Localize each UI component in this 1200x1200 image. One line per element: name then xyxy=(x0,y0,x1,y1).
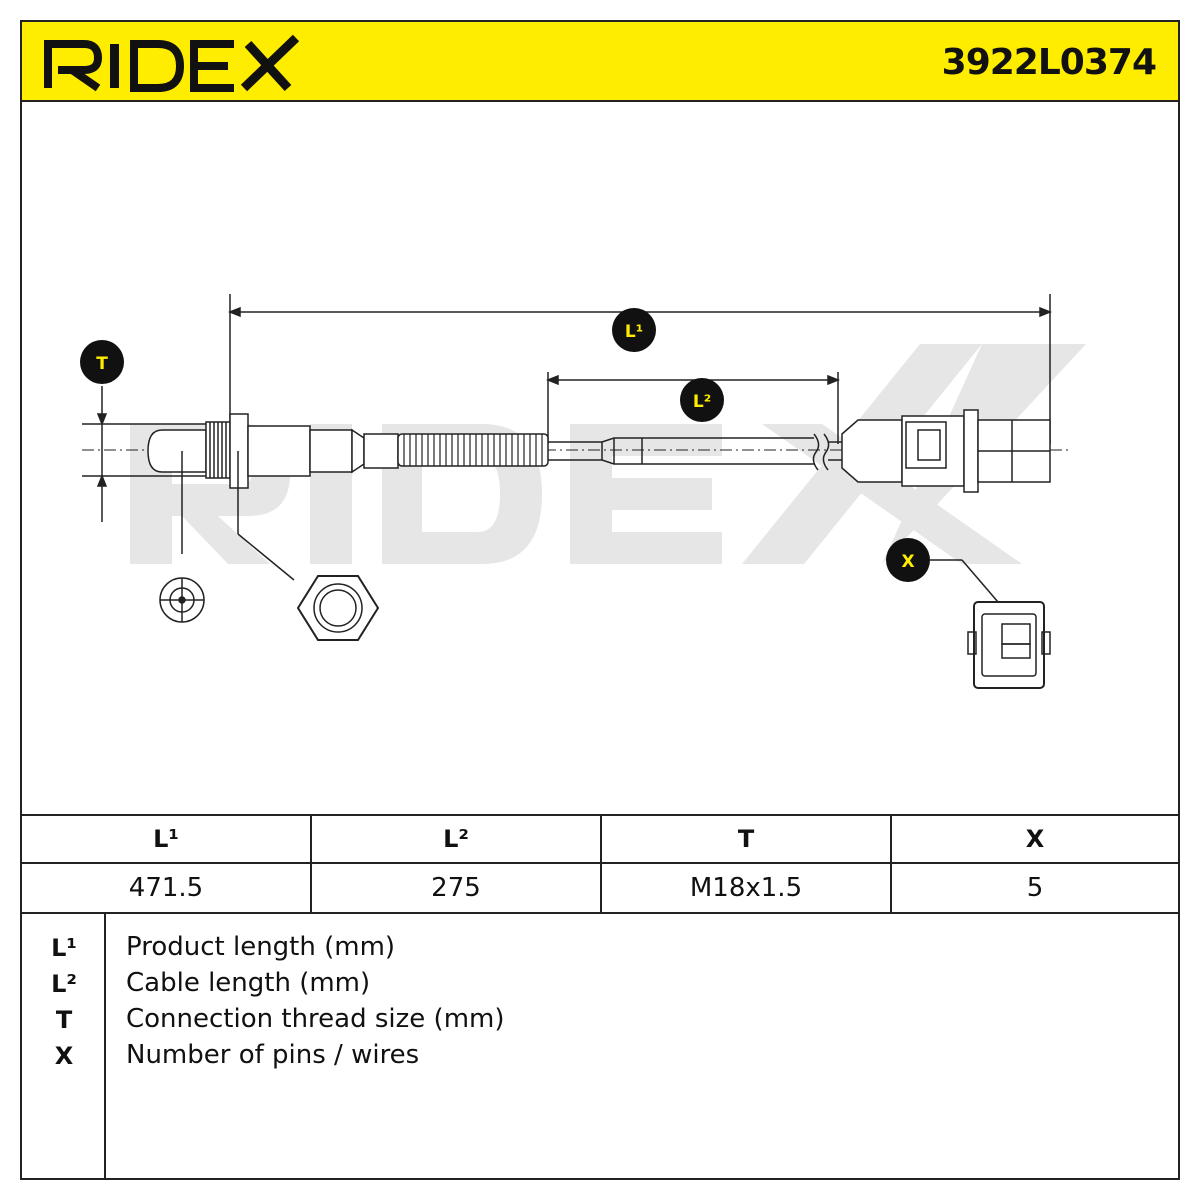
spec-column-l2: L² 275 xyxy=(312,816,602,912)
badge-x-text: X xyxy=(901,552,914,572)
badge-l2-text: L² xyxy=(693,392,711,412)
spec-value: 275 xyxy=(431,873,481,903)
spec-header: L² xyxy=(312,816,600,864)
legend-description: Number of pins / wires xyxy=(126,1040,420,1070)
legend-key: X xyxy=(54,1042,74,1070)
legend: L¹ L² T X Product length (mm) Cable leng… xyxy=(22,912,1178,1178)
legend-description: Cable length (mm) xyxy=(126,968,371,998)
drawing-canvas: L¹ L² T X xyxy=(80,294,1086,689)
badge-t: T xyxy=(80,340,124,384)
spec-header: X xyxy=(892,816,1178,864)
datasheet-frame: 3922L0374 xyxy=(20,20,1180,1180)
legend-key: L¹ xyxy=(51,934,77,962)
brand-logo xyxy=(44,34,300,92)
part-number: 3922L0374 xyxy=(941,42,1157,83)
badge-x: X xyxy=(886,538,930,582)
legend-keys: L¹ L² T X xyxy=(22,914,106,1178)
header-bar: 3922L0374 xyxy=(22,22,1178,102)
badge-t-text: T xyxy=(96,354,108,374)
legend-description: Connection thread size (mm) xyxy=(126,1004,505,1034)
legend-key: L² xyxy=(51,970,77,998)
spec-column-l1: L¹ 471.5 xyxy=(22,816,312,912)
spec-value: 5 xyxy=(1026,873,1044,903)
legend-key: T xyxy=(55,1006,73,1034)
technical-drawing: L¹ L² T X xyxy=(22,104,1178,814)
spec-table: L¹ 471.5 L² 275 T M18x1.5 X 5 xyxy=(22,814,1178,912)
badge-l2: L² xyxy=(680,378,724,422)
badge-l1: L¹ xyxy=(612,308,656,352)
badge-l1-text: L¹ xyxy=(625,322,643,342)
spec-header: T xyxy=(602,816,890,864)
spec-header: L¹ xyxy=(22,816,310,864)
legend-description: Product length (mm) xyxy=(126,932,396,962)
spec-value: 471.5 xyxy=(128,873,204,903)
spec-column-t: T M18x1.5 xyxy=(602,816,892,912)
spec-value: M18x1.5 xyxy=(689,873,803,903)
spec-column-x: X 5 xyxy=(892,816,1178,912)
